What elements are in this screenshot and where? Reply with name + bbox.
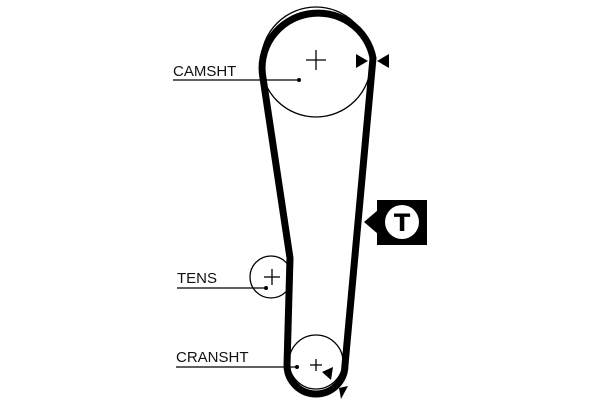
tension-marker-letter: T: [394, 209, 411, 237]
timing-belt: [258, 9, 377, 398]
crankshaft-leader-dot: [295, 365, 299, 369]
tensioner-leader-dot: [264, 286, 268, 290]
tensioner-center-cross-icon: [264, 269, 280, 285]
camshaft-timing-mark-left-icon: [356, 54, 368, 68]
crankshaft-label: CRANSHT: [176, 349, 249, 366]
tension-marker-circle: [385, 205, 419, 239]
camshaft-center-cross-icon: [306, 50, 326, 70]
tension-marker-pointer-icon: [364, 210, 378, 234]
camshaft-timing-mark-right-icon: [377, 54, 389, 68]
crankshaft-timing-mark-upper-icon: [322, 367, 333, 380]
camshaft-leader-dot: [297, 78, 301, 82]
tensioner-label: TENS: [177, 270, 217, 287]
crankshaft-timing-mark-lower-icon: [339, 386, 348, 399]
tension-marker: T: [364, 200, 427, 245]
camshaft-label: CAMSHT: [173, 63, 236, 80]
crankshaft-center-cross-icon: [310, 359, 322, 371]
